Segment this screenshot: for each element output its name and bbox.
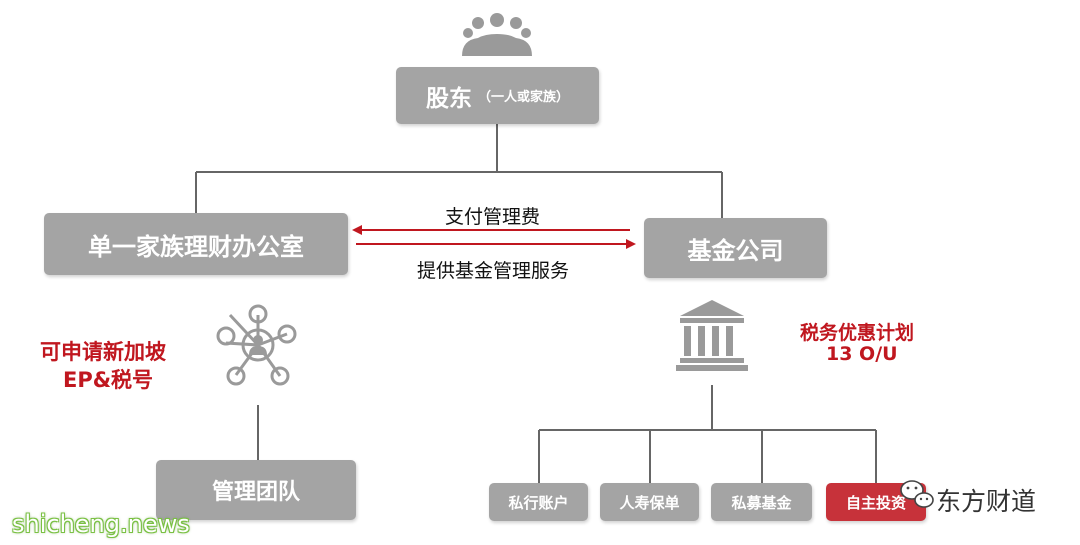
leaf-label: 人寿保单 [619,493,680,512]
management-team-label: 管理团队 [211,480,300,505]
tax-scheme-line1: 税务优惠计划 [800,322,915,344]
life-insurance-box: 人寿保单 [600,483,699,521]
family-office-box: 单一家族理财办公室 [44,213,348,275]
source-watermark: shicheng.news [12,510,190,538]
management-service-label: 提供基金管理服务 [417,260,570,282]
family-office-label: 单一家族理财办公室 [88,232,304,261]
brand-watermark: 东方财道 [936,487,1037,516]
fund-company-box: 基金公司 [644,218,827,278]
management-team-box: 管理团队 [156,460,356,520]
shareholder-label: 股东 [425,85,472,112]
shareholder-sub: （一人或家族） [477,90,569,105]
private-equity-fund-box: 私募基金 [711,483,812,521]
self-investment-box: 自主投资 [826,483,926,521]
leaf-label: 私行账户 [508,493,569,512]
leaf-label: 自主投资 [845,493,906,512]
ep-note-line1: 可申请新加坡 [40,340,166,364]
shareholder-box: 股东 （一人或家族） [396,67,599,124]
ep-note-line2: EP&税号 [63,368,154,392]
private-bank-account-box: 私行账户 [489,483,588,521]
tax-scheme-line2: 13 O/U [826,343,898,365]
leaf-label: 私募基金 [731,493,792,512]
fund-company-label: 基金公司 [687,236,784,265]
management-fee-label: 支付管理费 [445,206,541,228]
